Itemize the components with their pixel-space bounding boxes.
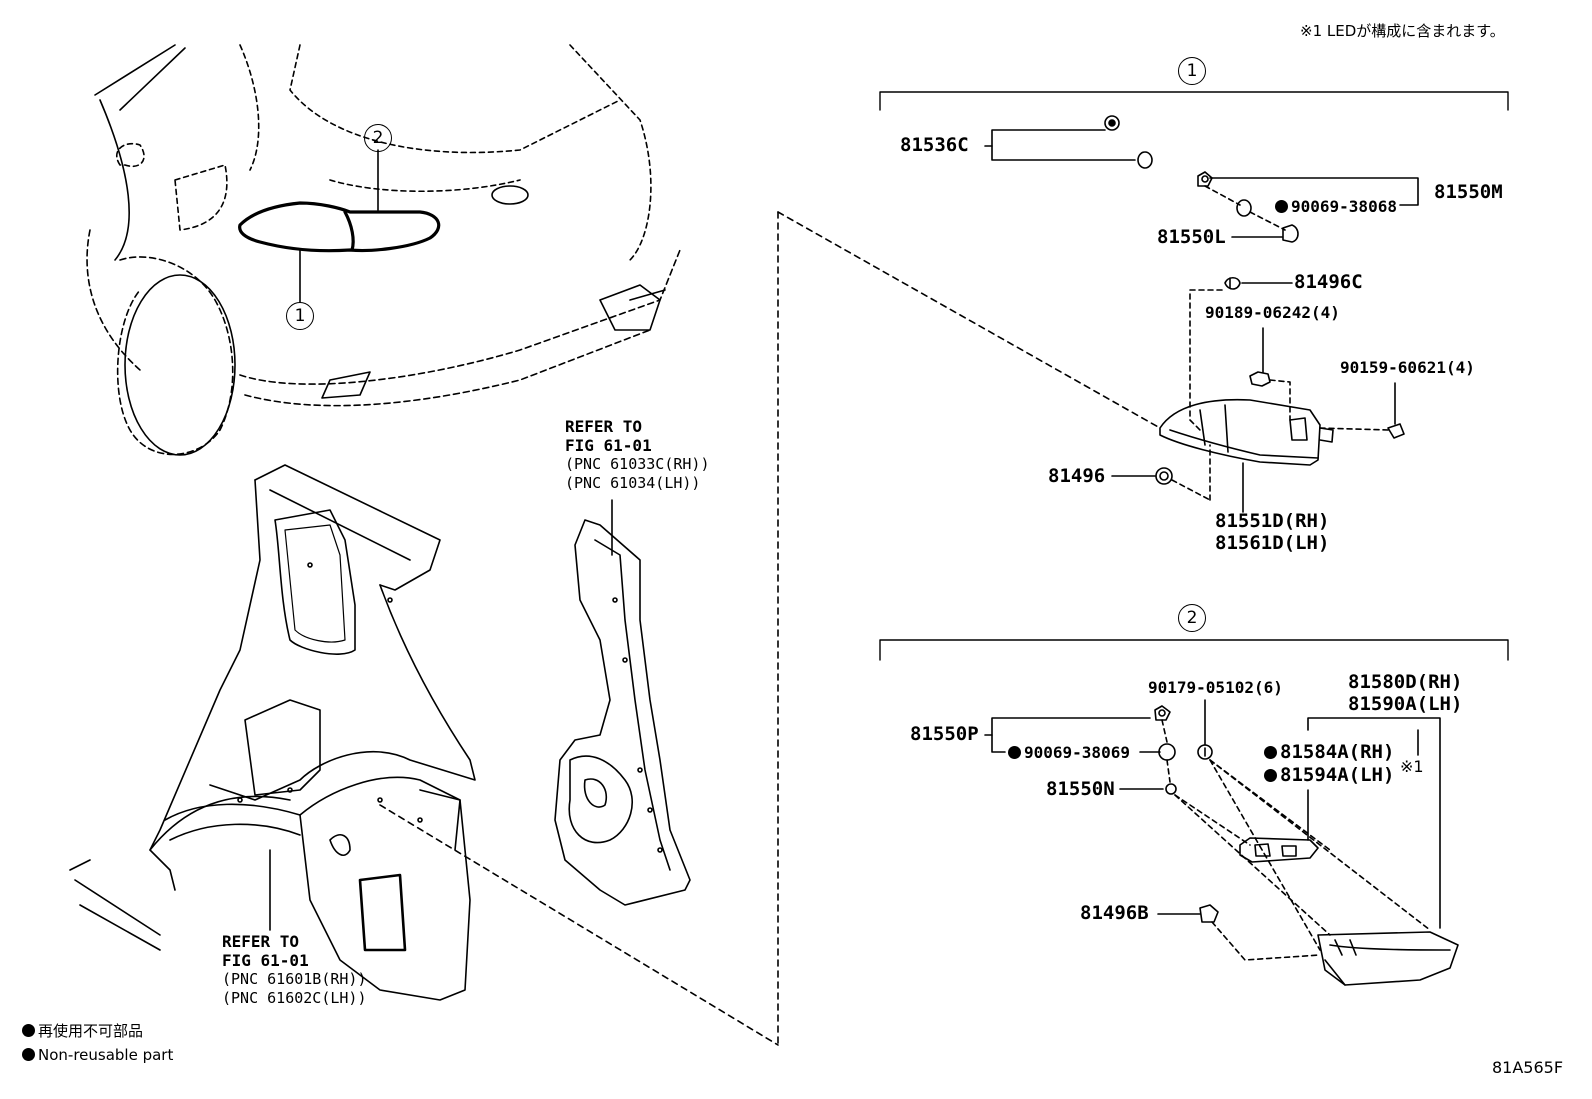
part-number-text: 81584A(RH) <box>1280 741 1395 763</box>
part-number-text: 90069-38068 <box>1291 197 1397 216</box>
non-reusable-dot-icon <box>22 1048 35 1061</box>
group2-parts <box>984 699 1459 986</box>
non-reusable-dot-icon <box>1264 769 1277 782</box>
callout-1-group-header: 1 <box>1178 57 1206 85</box>
refer-fig: FIG 61-01 <box>565 436 652 455</box>
refer-pnc-rh: (PNC 61033C(RH)) <box>565 455 710 473</box>
part-label-81561D-lh[interactable]: 81561D(LH) <box>1215 532 1330 554</box>
refer-pnc-lh: (PNC 61602C(LH)) <box>222 989 367 1007</box>
refer-pnc-rh: (PNC 61601B(RH)) <box>222 970 367 988</box>
part-label-81496[interactable]: 81496 <box>1048 465 1106 487</box>
non-reusable-dot-icon <box>22 1024 35 1037</box>
drawing-number: 81A565F <box>1492 1058 1564 1077</box>
non-reusable-dot-icon <box>1264 746 1277 759</box>
part-label-81550N[interactable]: 81550N <box>1046 778 1115 800</box>
part-label-81584A-rh[interactable]: 81584A(RH) <box>1264 743 1394 762</box>
vehicle-rear-illustration <box>86 44 681 456</box>
part-label-81536C[interactable]: 81536C <box>900 134 969 156</box>
part-label-81594A-lh[interactable]: 81594A(LH) <box>1264 766 1394 785</box>
non-reusable-dot-icon <box>1008 746 1021 759</box>
inner-quarter-panel-illustration <box>554 499 691 906</box>
part-label-90069-38069[interactable]: 90069-38069 <box>1008 745 1130 761</box>
part-label-90069-38068[interactable]: 90069-38068 <box>1275 199 1397 215</box>
part-label-81550L[interactable]: 81550L <box>1157 226 1226 248</box>
part-label-81580D-rh[interactable]: 81580D(RH) <box>1348 671 1463 693</box>
part-label-90179-05102[interactable]: 90179-05102(6) <box>1148 678 1283 697</box>
header-note: ※1 LEDが構成に含まれます。 <box>1300 22 1505 40</box>
refer-block-inner-panel: REFER TO FIG 61-01 (PNC 61033C(RH)) (PNC… <box>565 417 710 493</box>
legend-jp-text: 再使用不可部品 <box>38 1022 144 1040</box>
legend-en-text: Non-reusable part <box>38 1046 174 1064</box>
part-label-81550P[interactable]: 81550P <box>910 723 979 745</box>
callout-1-vehicle: 1 <box>286 302 314 330</box>
part-label-81590A-lh[interactable]: 81590A(LH) <box>1348 693 1463 715</box>
refer-block-quarter-panel: REFER TO FIG 61-01 (PNC 61601B(RH)) (PNC… <box>222 932 367 1008</box>
refer-fig: FIG 61-01 <box>222 951 309 970</box>
part-label-81496B[interactable]: 81496B <box>1080 902 1149 924</box>
refer-pnc-lh: (PNC 61034(LH)) <box>565 474 701 492</box>
quarter-panel-illustration <box>69 464 476 1001</box>
led-note-mark: ※1 <box>1400 757 1424 776</box>
non-reusable-dot-icon <box>1275 200 1288 213</box>
group1-parts <box>984 115 1419 513</box>
part-label-81551D-rh[interactable]: 81551D(RH) <box>1215 510 1330 532</box>
refer-heading: REFER TO <box>565 417 643 436</box>
callout-2-vehicle: 2 <box>364 124 392 152</box>
part-label-81550M[interactable]: 81550M <box>1434 181 1503 203</box>
part-label-90189-06242[interactable]: 90189-06242(4) <box>1205 303 1340 322</box>
part-number-text: 81594A(LH) <box>1280 764 1395 786</box>
callout-2-group-header: 2 <box>1178 604 1206 632</box>
part-label-90159-60621[interactable]: 90159-60621(4) <box>1340 358 1475 377</box>
legend-jp: 再使用不可部品 <box>22 1020 143 1041</box>
part-label-81496C[interactable]: 81496C <box>1294 271 1363 293</box>
refer-heading: REFER TO <box>222 932 300 951</box>
legend-en: Non-reusable part <box>22 1046 173 1064</box>
part-number-text: 90069-38069 <box>1024 743 1130 762</box>
